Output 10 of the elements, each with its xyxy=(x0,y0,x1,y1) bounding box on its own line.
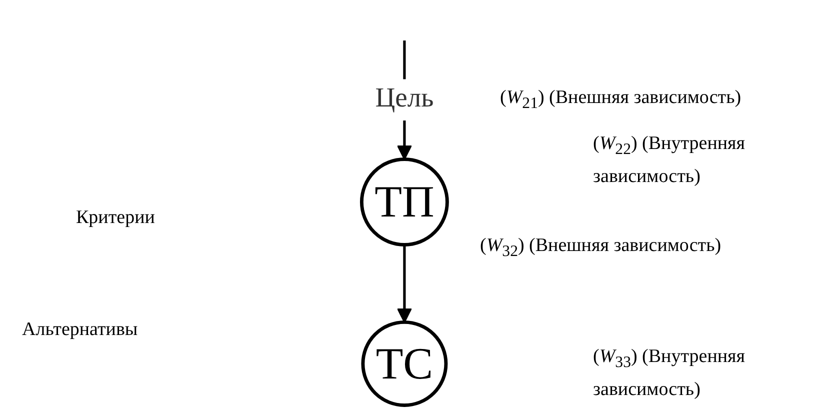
node-circle: ТС xyxy=(361,320,448,407)
level-label: Альтернативы xyxy=(22,318,139,342)
edge-label: Цель xyxy=(375,84,434,114)
node-circle: ТП xyxy=(360,158,449,246)
arrow xyxy=(396,244,412,323)
dependency-note: (W$_{21}$) (Внешняя зависимость) xyxy=(500,86,742,114)
dependency-note: (W$_{33}$) (Внутренняя зависимость) xyxy=(593,345,746,402)
dependency-note: (W$_{22}$) (Внутренняя зависимость) xyxy=(593,132,746,189)
dependency-note: (W$_{32}$) (Внешняя зависимость) xyxy=(480,234,722,262)
level-label: Критерии xyxy=(76,206,156,230)
